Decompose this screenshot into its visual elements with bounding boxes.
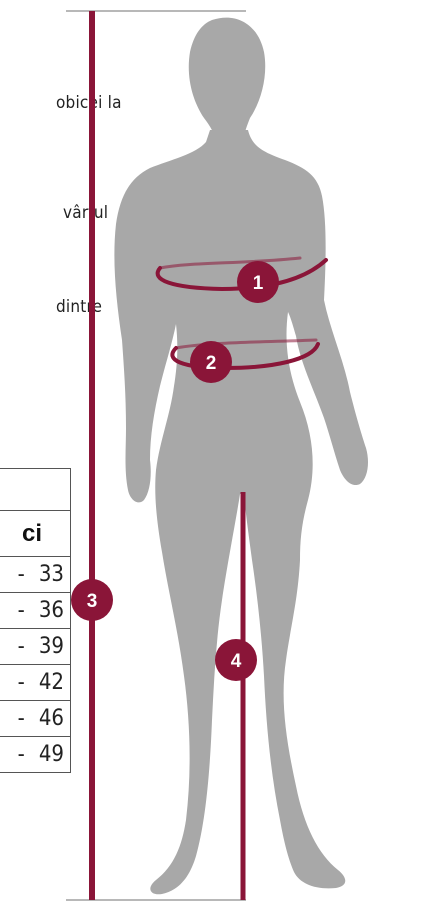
badge-4-number: 4 <box>231 651 242 672</box>
badge-2: 2 <box>190 341 232 383</box>
badge-3: 3 <box>71 579 113 621</box>
badge-2-number: 2 <box>206 353 217 374</box>
badge-3-number: 3 <box>87 591 98 612</box>
badge-1-number: 1 <box>253 273 264 294</box>
badge-4: 4 <box>215 639 257 681</box>
badge-1: 1 <box>237 261 279 303</box>
